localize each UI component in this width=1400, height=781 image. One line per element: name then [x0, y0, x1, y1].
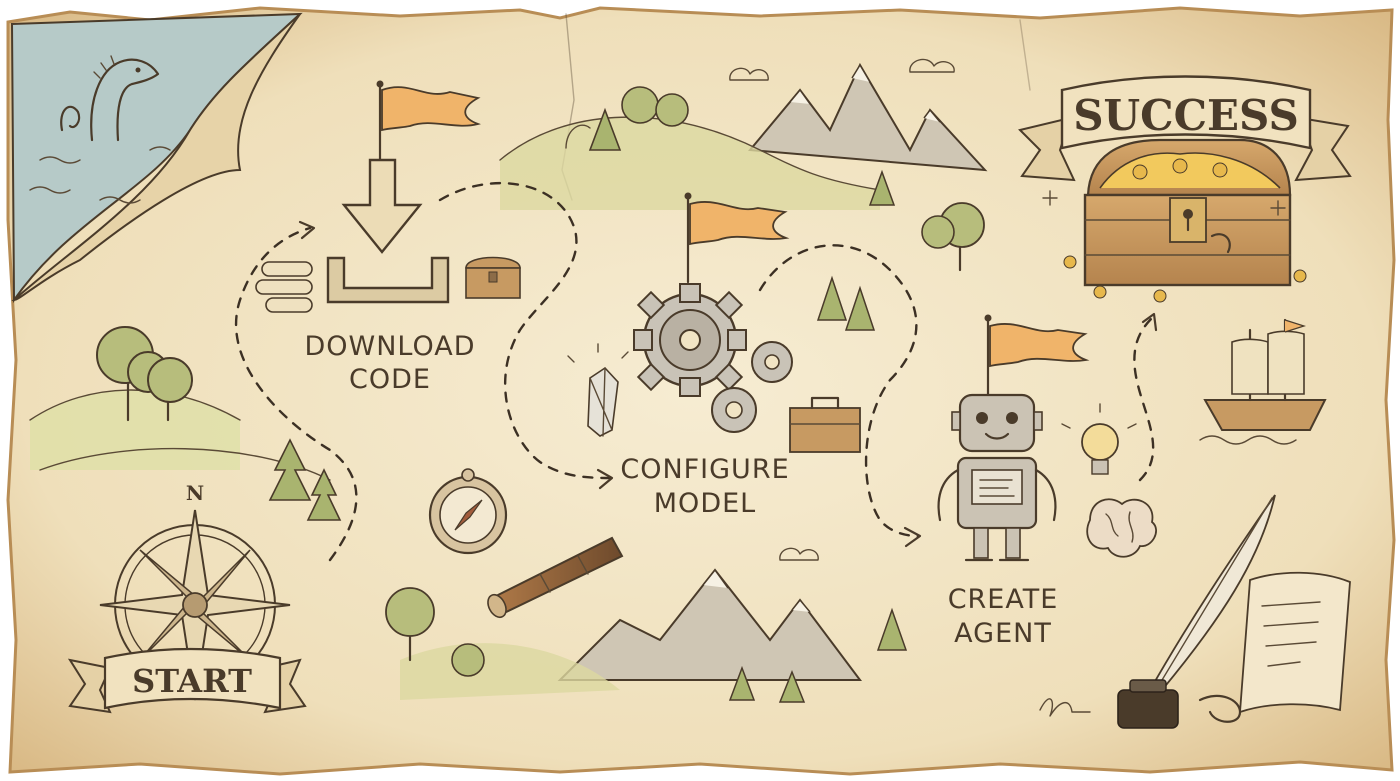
compass-north-label: N	[186, 481, 204, 505]
agent-label-line2: AGENT	[954, 618, 1052, 649]
configure-label-line1: CONFIGURE	[620, 454, 789, 485]
small-chest-icon	[466, 258, 520, 299]
agent-label-line1: CREATE	[948, 584, 1059, 615]
download-label-line2: CODE	[349, 364, 431, 395]
success-banner-label: SUCCESS	[1073, 91, 1299, 140]
download-label-line1: DOWNLOAD	[304, 331, 475, 362]
configure-label-line2: MODEL	[654, 488, 756, 519]
start-banner-label: START	[132, 662, 252, 700]
